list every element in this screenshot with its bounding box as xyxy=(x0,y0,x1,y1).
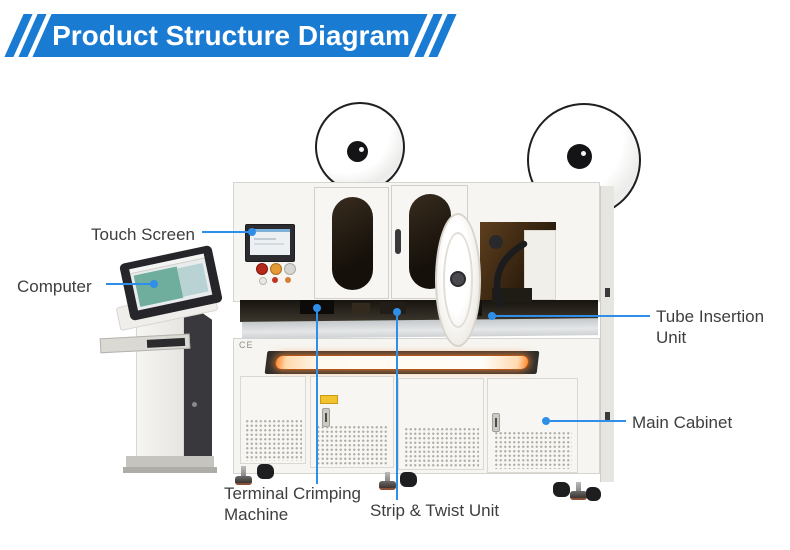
label-tube-insertion-unit: Tube Insertion Unit xyxy=(656,307,765,348)
lower-panel-3 xyxy=(398,378,484,470)
label-touch-screen: Touch Screen xyxy=(91,225,195,244)
leader-dot xyxy=(488,312,496,320)
leader-line-main-cabinet xyxy=(546,420,626,422)
label-strip-twist-unit: Strip & Twist Unit xyxy=(370,501,500,520)
leader-line-tube-insertion xyxy=(492,315,650,317)
lower-panel-4-door xyxy=(487,378,578,473)
caster-wheel xyxy=(586,487,601,501)
label-main-cabinet: Main Cabinet xyxy=(632,413,733,432)
leader-dot xyxy=(248,228,256,236)
leader-dot xyxy=(313,304,321,312)
coil-inner-ring xyxy=(443,232,473,328)
leveling-foot-stem xyxy=(241,466,246,478)
leveling-foot-base xyxy=(570,491,587,500)
coil-hub-icon xyxy=(450,271,466,287)
caster-wheel xyxy=(553,482,570,497)
hinge-block xyxy=(605,288,610,297)
label-terminal-crimping-machine: Terminal Crimping Machine xyxy=(224,484,361,525)
caster-wheel xyxy=(257,464,274,479)
control-button-silver xyxy=(284,263,296,275)
upper-door-left xyxy=(314,187,389,299)
keyboard xyxy=(146,337,186,348)
door-window xyxy=(332,197,373,290)
machine-touch-screen xyxy=(245,224,295,262)
caster-wheel xyxy=(400,472,417,487)
deck-machinery-silhouette xyxy=(352,303,370,313)
ce-mark: CE xyxy=(239,340,254,350)
leveling-foot-stem xyxy=(576,482,581,493)
hinge-block xyxy=(605,412,610,421)
door-handle xyxy=(395,229,401,254)
machine-right-side-panel xyxy=(600,186,614,482)
indicator-light-white xyxy=(259,277,267,285)
kiosk-screen-blue-area xyxy=(177,263,209,297)
lower-panel-1 xyxy=(240,376,306,464)
leveling-foot-stem xyxy=(385,472,390,483)
page-title: Product Structure Diagram xyxy=(52,20,410,51)
screen-titlebar xyxy=(250,229,290,232)
kiosk-base xyxy=(126,456,214,469)
inner-machinery-block xyxy=(492,288,532,302)
leader-line-strip-twist xyxy=(396,312,398,500)
left-reel-hub-icon xyxy=(347,141,368,162)
cable-hose-icon xyxy=(489,235,528,308)
leader-line-touch-screen xyxy=(202,231,254,233)
vent-grille xyxy=(494,431,572,469)
indicator-light-orange xyxy=(285,277,291,283)
kiosk-keyhole-icon xyxy=(192,402,197,407)
leader-line-terminal-crimping xyxy=(316,308,318,484)
control-button-amber xyxy=(270,263,282,275)
screen-content-line xyxy=(254,243,284,245)
leader-dot xyxy=(150,280,158,288)
label-computer: Computer xyxy=(17,277,92,296)
control-button-red xyxy=(256,263,268,275)
kiosk-base-plinth xyxy=(123,467,217,473)
machine-screen-display xyxy=(250,229,290,255)
screen-content-line xyxy=(254,238,276,240)
leveling-foot-base xyxy=(235,476,252,485)
leader-dot xyxy=(393,308,401,316)
vent-grille xyxy=(404,427,479,467)
kiosk-screen-teal-area xyxy=(133,266,184,307)
leader-dot xyxy=(542,417,550,425)
right-reel-hub-icon xyxy=(567,144,592,169)
leveling-foot-base xyxy=(379,481,396,490)
header-banner: Product Structure Diagram xyxy=(0,14,470,57)
indicator-light-red xyxy=(272,277,278,283)
warning-label-icon xyxy=(320,395,338,404)
leader-line-computer xyxy=(106,283,154,285)
vent-grille xyxy=(316,425,389,465)
vent-grille xyxy=(245,419,302,461)
lower-panel-2-door xyxy=(310,376,394,468)
tube-coil-reel xyxy=(435,213,481,347)
